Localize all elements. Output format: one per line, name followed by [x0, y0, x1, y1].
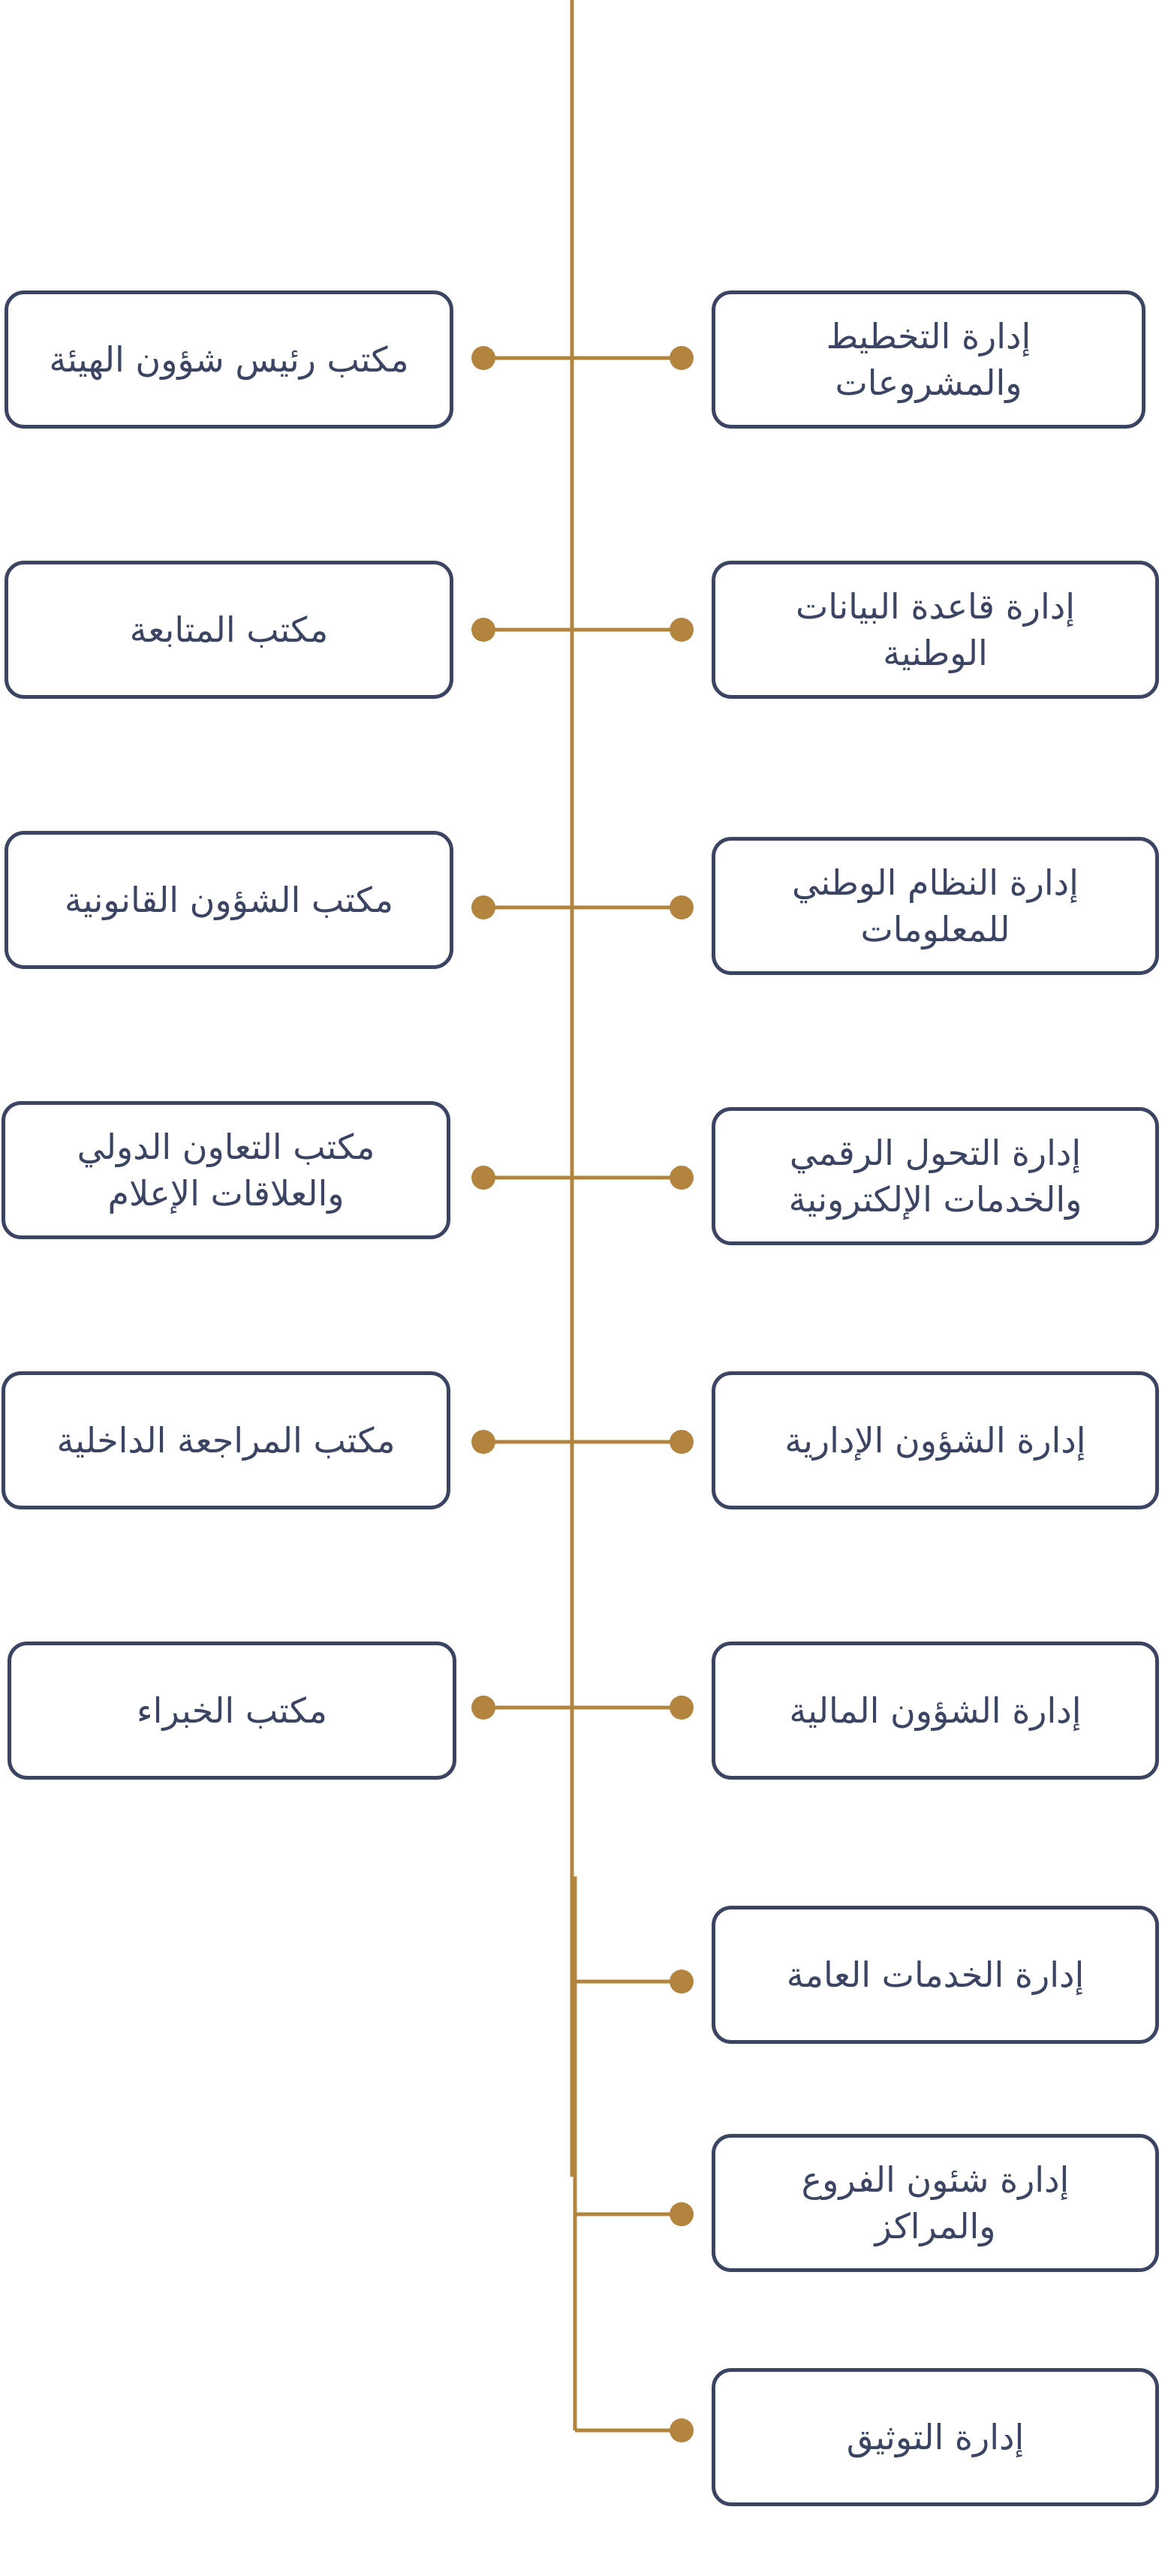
department-label: إدارة التخطيط والمشروعات	[826, 316, 1031, 403]
left-connector-dot-6	[471, 1696, 495, 1720]
department-box-documentation[interactable]: إدارة التوثيق	[712, 2368, 1159, 2506]
department-box-administrative-affairs[interactable]: إدارة الشؤون الإدارية	[712, 1371, 1159, 1509]
office-box-experts[interactable]: مكتب الخبراء	[8, 1642, 456, 1780]
department-box-national-database[interactable]: إدارة قاعدة البيانات الوطنية	[712, 561, 1159, 699]
office-box-internal-audit[interactable]: مكتب المراجعة الداخلية	[2, 1371, 450, 1509]
department-box-financial-affairs[interactable]: إدارة الشؤون المالية	[712, 1642, 1159, 1780]
left-connector-dot-5	[471, 1430, 495, 1454]
department-label: إدارة التحول الرقمي والخدمات الإلكترونية	[788, 1133, 1082, 1220]
right-connector-dot-1	[670, 346, 694, 370]
office-label: مكتب الشؤون القانونية	[65, 880, 393, 920]
office-label: مكتب الخبراء	[137, 1690, 327, 1731]
department-box-branches-centers[interactable]: إدارة شئون الفروع والمراكز	[712, 2134, 1159, 2272]
department-label: إدارة الشؤون الإدارية	[784, 1420, 1086, 1461]
left-connector-dot-2	[471, 618, 495, 642]
department-label: إدارة التوثيق	[846, 2417, 1025, 2457]
right-connector-dot-3	[670, 895, 694, 919]
office-box-legal-affairs[interactable]: مكتب الشؤون القانونية	[5, 831, 453, 969]
department-box-planning-projects[interactable]: إدارة التخطيط والمشروعات	[712, 290, 1145, 429]
department-label: إدارة النظام الوطني للمعلومات	[792, 862, 1079, 949]
office-label: مكتب رئيس شؤون الهيئة	[49, 339, 409, 380]
department-label: إدارة الشؤون المالية	[789, 1690, 1082, 1731]
right-connector-dot-4	[670, 1166, 694, 1190]
right-connector-dot-6	[670, 1696, 694, 1720]
left-connector-dot-3	[471, 895, 495, 919]
department-label: إدارة قاعدة البيانات الوطنية	[796, 586, 1075, 673]
right-branch-dot-1	[670, 1970, 694, 1994]
department-box-general-services[interactable]: إدارة الخدمات العامة	[712, 1906, 1159, 2044]
left-connector-dot-4	[471, 1166, 495, 1190]
right-branch-dot-3	[670, 2418, 694, 2442]
office-box-head-of-authority[interactable]: مكتب رئيس شؤون الهيئة	[5, 290, 453, 429]
right-connector-dot-2	[670, 618, 694, 642]
right-connector-dot-5	[670, 1430, 694, 1454]
office-label: مكتب التعاون الدولي والعلاقات الإعلام	[77, 1127, 375, 1214]
department-label: إدارة شئون الفروع والمراكز	[801, 2159, 1070, 2246]
department-box-national-information-system[interactable]: إدارة النظام الوطني للمعلومات	[712, 837, 1159, 975]
department-label: إدارة الخدمات العامة	[786, 1955, 1085, 1995]
right-branch-dot-2	[670, 2202, 694, 2226]
left-connector-dot-1	[471, 346, 495, 370]
department-box-digital-transformation[interactable]: إدارة التحول الرقمي والخدمات الإلكترونية	[712, 1107, 1159, 1245]
office-box-follow-up[interactable]: مكتب المتابعة	[5, 561, 453, 699]
office-label: مكتب المراجعة الداخلية	[56, 1420, 396, 1461]
office-box-international-cooperation[interactable]: مكتب التعاون الدولي والعلاقات الإعلام	[2, 1101, 450, 1239]
office-label: مكتب المتابعة	[129, 609, 329, 650]
